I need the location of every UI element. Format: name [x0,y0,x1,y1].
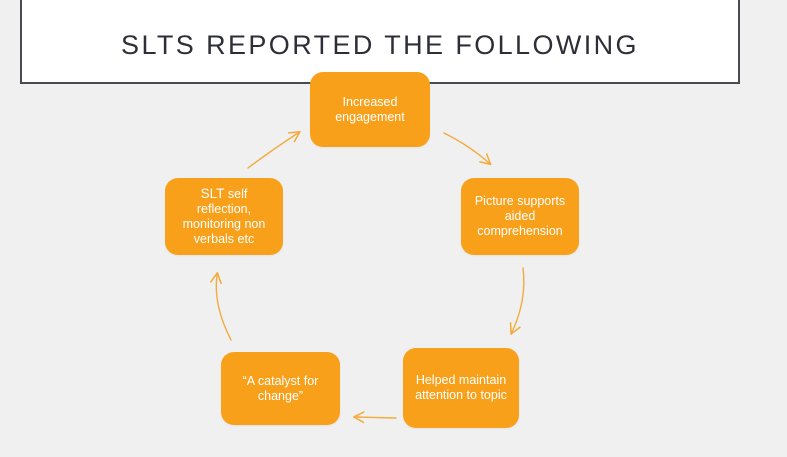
arrow-left-to-top [247,133,298,169]
cycle-node-label-emphasis: SLT [200,186,225,202]
slide-title-banner: SLTS REPORTED THE FOLLOWING [20,0,740,84]
cycle-node-slt-self-reflection[interactable]: SLT self reflection, monitoring non verb… [165,178,283,255]
cycle-node-label: Helped maintain attention to topic [415,373,507,402]
slide-title: SLTS REPORTED THE FOLLOWING [121,29,639,60]
cycle-node-picture-supports[interactable]: Picture supports aided comprehension [461,178,579,255]
arrow-top-to-right [443,132,489,163]
cycle-node-label: “A catalyst for change” [242,373,319,403]
arrow-right-to-bottom-right [512,267,525,332]
cycle-node-label: SLT self reflection, monitoring non verb… [182,186,266,246]
arrow-bottom-left-to-left [216,275,232,341]
cycle-node-label: Increased engagement [335,94,405,124]
cycle-node-label: Picture supports aided comprehension [474,194,566,238]
cycle-node-helped-maintain[interactable]: Helped maintain attention to topic [403,348,519,428]
cycle-node-catalyst-for-change[interactable]: “A catalyst for change” [221,352,340,425]
arrow-bottom-right-to-bottom-left [356,417,397,418]
cycle-node-increased-engagement[interactable]: Increased engagement [310,72,430,147]
